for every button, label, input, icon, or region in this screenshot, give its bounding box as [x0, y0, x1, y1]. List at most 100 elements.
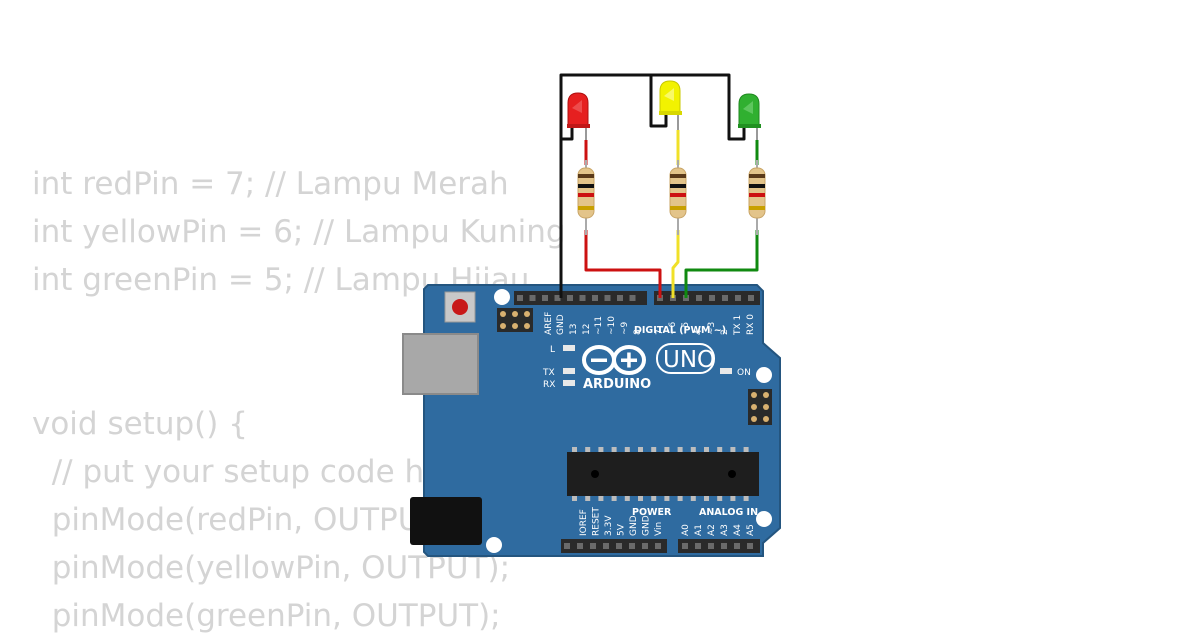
header-pin-hole[interactable] [695, 543, 701, 549]
pin-label: A2 [707, 524, 717, 536]
chip-leg [677, 496, 683, 501]
reset-button[interactable] [444, 291, 476, 323]
header-pin-hole[interactable] [747, 543, 753, 549]
analog-label: ANALOG IN [699, 507, 758, 518]
pin-label: RESET [592, 507, 602, 536]
pin-label: ~9 [620, 321, 630, 335]
header-pin-hole[interactable] [735, 295, 741, 301]
chip-leg [664, 447, 670, 452]
mount-hole [756, 511, 772, 527]
header-pin-hole[interactable] [708, 543, 714, 549]
power-label: POWER [632, 507, 672, 518]
header-pin-hole[interactable] [748, 295, 754, 301]
header-pin-hole[interactable] [554, 295, 561, 301]
chip-leg [585, 447, 591, 452]
chip-dot [728, 470, 736, 478]
header-pin-hole[interactable] [604, 295, 611, 301]
green-wire-pin5 [684, 230, 759, 298]
uno-badge [656, 343, 715, 374]
led-on [720, 368, 732, 374]
usb-port [402, 333, 479, 395]
header-pin-hole[interactable] [696, 295, 702, 301]
pin-label: ~10 [607, 316, 617, 335]
resistors [577, 160, 766, 235]
header-pin-hole[interactable] [616, 543, 622, 549]
header-pin-hole[interactable] [709, 295, 715, 301]
chip-leg [717, 496, 723, 501]
chip-leg [651, 496, 657, 501]
chip-leg [690, 447, 696, 452]
chip-leg [743, 496, 749, 501]
chip-leg [611, 447, 617, 452]
header-pin-hole[interactable] [577, 543, 583, 549]
header-pin-hole[interactable] [734, 543, 740, 549]
chip-leg [624, 496, 630, 501]
black-wire-ground [559, 73, 746, 298]
pin-label: GND [642, 515, 652, 536]
header-pin-hole[interactable] [590, 543, 596, 549]
chip-leg [717, 447, 723, 452]
chip-leg [598, 447, 604, 452]
black-wire-red-cathode [561, 128, 574, 141]
header-pin-hole[interactable] [529, 295, 536, 301]
header-pin-hole[interactable] [629, 543, 635, 549]
header-pin-hole[interactable] [592, 295, 598, 301]
dc-power-jack [410, 497, 482, 545]
black-wire-yellow-cathode [649, 75, 668, 128]
header-pin-hole[interactable] [642, 543, 648, 549]
header-pin-hole[interactable] [564, 543, 570, 549]
chip-leg [598, 496, 604, 501]
header-pin-hole[interactable] [629, 295, 636, 301]
led-green [738, 93, 761, 165]
pin-label: ~11 [594, 316, 604, 335]
chip-leg [585, 496, 591, 501]
led-yellow [659, 80, 682, 165]
pin-label: A1 [694, 524, 704, 536]
pin-label: A0 [681, 524, 691, 536]
chip-leg [704, 496, 709, 501]
chip-leg [611, 496, 617, 501]
pin-label: 7 [655, 329, 665, 335]
pin-label: 3.3V [604, 515, 614, 536]
pin-label: ~5 [681, 322, 691, 335]
arduino-logo-icon [582, 345, 646, 375]
header-pin-hole[interactable] [682, 543, 688, 549]
pin-label: TX 1 [733, 315, 743, 336]
header-pin-hole[interactable] [603, 543, 609, 549]
header-pin-hole[interactable] [579, 295, 586, 301]
resistor [669, 160, 687, 235]
code-line: pinMode(greenPin, OUTPUT); [32, 598, 501, 634]
mount-hole [494, 289, 510, 305]
pin-label: 12 [582, 324, 592, 335]
header-pin-hole[interactable] [567, 295, 573, 301]
header-pin-hole[interactable] [722, 295, 728, 301]
chip-leg [690, 496, 696, 501]
pin-label: A3 [720, 524, 730, 536]
chip-leg [677, 447, 683, 452]
header-pin-hole[interactable] [617, 295, 623, 301]
reset-button-cap[interactable] [452, 299, 468, 315]
header-pin-hole[interactable] [721, 543, 727, 549]
code-line: void setup() { [32, 406, 248, 442]
led-tx [563, 368, 575, 374]
led-rx [563, 380, 575, 386]
pin-label: 8 [633, 329, 643, 335]
pin-label: GND [556, 314, 566, 335]
chip-leg [638, 496, 643, 501]
header-pin-hole[interactable] [517, 295, 523, 301]
chip-leg [730, 496, 736, 501]
pin-label: 13 [569, 324, 579, 335]
header-pin-hole[interactable] [542, 295, 548, 301]
analog-header [678, 539, 760, 553]
bottom-pin-holes [564, 543, 753, 549]
code-line: int redPin = 7; // Lampu Merah [32, 166, 509, 202]
chip-leg [730, 447, 736, 452]
chip-leg [638, 447, 643, 452]
pin-label: 4 [694, 329, 704, 335]
chip-leg [651, 447, 657, 452]
pin-label: RX 0 [746, 314, 756, 335]
header-pin-hole[interactable] [655, 543, 661, 549]
icsp-header-small [497, 308, 533, 332]
